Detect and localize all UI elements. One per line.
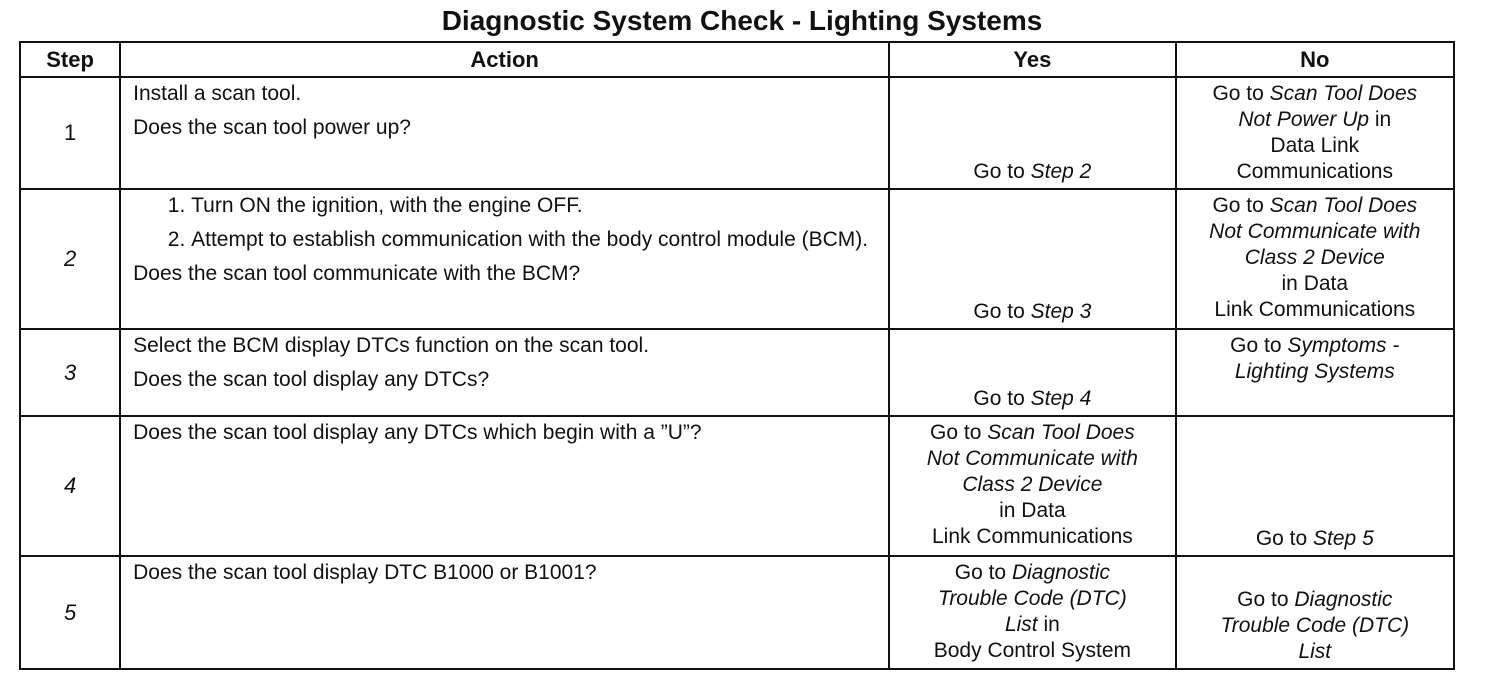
no-cell: Go to Symptoms - Lighting Systems xyxy=(1174,328,1456,417)
action-text: Select the BCM display DTCs function on … xyxy=(133,334,650,357)
no-link[interactable]: Not Communicate with xyxy=(1209,220,1421,243)
action-cell: Select the BCM display DTCs function on … xyxy=(119,328,891,417)
yes-cell: Go to Step 2 xyxy=(888,76,1177,190)
step-number: 5 xyxy=(18,555,122,670)
action-cell: Does the scan tool display DTC B1000 or … xyxy=(119,555,891,670)
no-link[interactable]: Not Power Up xyxy=(1238,108,1370,131)
action-question: Does the scan tool display any DTCs? xyxy=(133,368,490,391)
action-question: Does the scan tool display any DTCs whic… xyxy=(133,421,702,444)
no-cell: Go to Diagnostic Trouble Code (DTC) List xyxy=(1174,555,1456,670)
table-row: 3 Select the BCM display DTCs function o… xyxy=(18,328,1456,417)
action-cell: Turn ON the ignition, with the engine OF… xyxy=(119,188,891,330)
yes-cell: Go to Step 3 xyxy=(888,188,1177,330)
action-cell: Install a scan tool. Does the scan tool … xyxy=(119,76,891,190)
table-row: 2 Turn ON the ignition, with the engine … xyxy=(18,188,1456,330)
step-number: 4 xyxy=(18,415,122,557)
header-step: Step xyxy=(18,41,122,78)
yes-link[interactable]: Step 2 xyxy=(1030,160,1092,183)
list-item: Attempt to establish communication with … xyxy=(191,227,880,253)
action-question: Does the scan tool display DTC B1000 or … xyxy=(133,561,597,584)
no-link[interactable]: List xyxy=(1298,640,1332,663)
diagnostic-table: Step Action Yes No 1 Install a scan tool… xyxy=(18,41,1456,670)
no-link[interactable]: Step 5 xyxy=(1313,527,1374,550)
header-yes: Yes xyxy=(888,41,1177,78)
table-row: 5 Does the scan tool display DTC B1000 o… xyxy=(18,555,1456,670)
yes-link[interactable]: Scan Tool Does xyxy=(987,421,1135,444)
yes-link[interactable]: Step 3 xyxy=(1030,300,1092,323)
step-number: 1 xyxy=(18,76,122,190)
no-cell: Go to Scan Tool Does Not Power Up in Dat… xyxy=(1174,76,1456,190)
page-title: Diagnostic System Check - Lighting Syste… xyxy=(441,5,1043,36)
no-link[interactable]: Scan Tool Does xyxy=(1269,194,1418,217)
yes-link[interactable]: Trouble Code (DTC) xyxy=(938,587,1127,610)
no-link[interactable]: Diagnostic xyxy=(1294,588,1393,611)
step-number: 2 xyxy=(18,188,122,330)
no-link[interactable]: Class 2 Device xyxy=(1244,246,1385,269)
yes-link[interactable]: Not Communicate with xyxy=(926,447,1138,470)
action-cell: Does the scan tool display any DTCs whic… xyxy=(119,415,891,557)
yes-cell: Go to Diagnostic Trouble Code (DTC) List… xyxy=(888,555,1177,670)
header-no: No xyxy=(1174,41,1456,78)
action-text: Install a scan tool. xyxy=(133,82,302,105)
yes-cell: Go to Scan Tool Does Not Communicate wit… xyxy=(888,415,1177,557)
no-link[interactable]: Trouble Code (DTC) xyxy=(1220,614,1410,637)
step-number: 3 xyxy=(18,328,122,417)
yes-cell: Go to Step 4 xyxy=(888,328,1177,417)
yes-link[interactable]: Class 2 Device xyxy=(962,473,1103,496)
no-link[interactable]: Scan Tool Does xyxy=(1269,82,1418,105)
no-link[interactable]: Lighting Systems xyxy=(1234,360,1395,383)
header-row: Step Action Yes No xyxy=(18,41,1456,78)
action-question: Does the scan tool communicate with the … xyxy=(133,262,581,285)
yes-link[interactable]: Step 4 xyxy=(1030,387,1092,410)
action-steps-list: Turn ON the ignition, with the engine OF… xyxy=(133,193,880,253)
action-question: Does the scan tool power up? xyxy=(133,116,411,139)
yes-link[interactable]: Diagnostic xyxy=(1011,561,1111,584)
table-row: 4 Does the scan tool display any DTCs wh… xyxy=(18,415,1456,557)
no-cell: Go to Step 5 xyxy=(1174,415,1456,557)
yes-link[interactable]: List xyxy=(1004,613,1038,636)
list-item: Turn ON the ignition, with the engine OF… xyxy=(191,193,880,219)
no-link[interactable]: Symptoms - xyxy=(1287,334,1400,357)
no-cell: Go to Scan Tool Does Not Communicate wit… xyxy=(1174,188,1456,330)
header-action: Action xyxy=(119,41,891,78)
table-row: 1 Install a scan tool. Does the scan too… xyxy=(18,76,1456,190)
